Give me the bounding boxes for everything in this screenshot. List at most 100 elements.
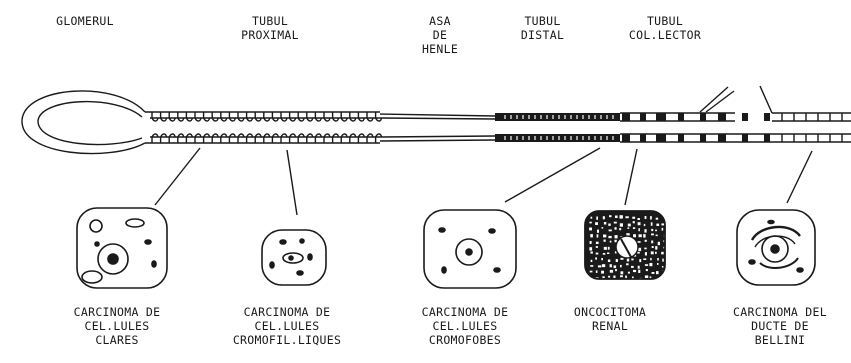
granule	[626, 263, 629, 265]
granule	[589, 222, 591, 224]
tubule-block	[718, 134, 726, 142]
granule	[595, 222, 598, 225]
granule	[602, 276, 604, 278]
granule	[628, 272, 630, 274]
granule	[601, 271, 604, 274]
granule	[610, 241, 612, 243]
pointer-cromofil	[287, 150, 297, 215]
tubule-cell	[221, 134, 227, 143]
granule	[644, 248, 646, 250]
granule	[607, 253, 609, 255]
tubule-block	[656, 113, 666, 121]
tubule-block	[742, 113, 748, 121]
tubule-cell	[341, 134, 347, 143]
tubule-cell	[221, 112, 227, 121]
granule	[604, 247, 607, 250]
tubule-block	[622, 134, 630, 142]
granule	[661, 252, 664, 255]
granule	[620, 265, 622, 267]
tubule-cell	[169, 134, 175, 143]
tubule-cell	[333, 134, 339, 143]
granule	[651, 222, 653, 226]
granule	[603, 253, 606, 255]
tubule-cell	[324, 134, 330, 143]
tubule-cell	[358, 134, 364, 143]
granule	[590, 241, 592, 244]
nephron	[22, 86, 851, 154]
granule	[609, 230, 612, 232]
granule	[597, 230, 599, 233]
granule	[615, 235, 618, 238]
tubule-cell	[290, 134, 296, 143]
tubule-cell	[186, 112, 192, 121]
granule	[608, 247, 610, 250]
granule	[651, 229, 653, 231]
tubule-cell	[195, 134, 201, 143]
granule	[620, 215, 623, 218]
granule	[646, 269, 648, 271]
granule	[657, 263, 659, 265]
tubule-cell	[272, 112, 278, 121]
granule	[609, 215, 612, 217]
granule	[663, 278, 665, 281]
granule	[658, 242, 660, 245]
tubule-cell	[367, 112, 373, 121]
granule	[656, 224, 659, 226]
granule	[608, 260, 610, 263]
tubule-block	[678, 113, 684, 121]
granule	[662, 259, 664, 262]
tubule-block	[700, 134, 706, 142]
granule	[638, 222, 641, 225]
loop-of-henle	[380, 114, 495, 141]
granule	[645, 264, 648, 266]
granule	[620, 258, 623, 260]
granule	[590, 265, 593, 267]
granule	[589, 228, 592, 231]
granule	[638, 218, 640, 220]
granule	[596, 253, 599, 255]
granule	[662, 266, 664, 268]
pointer-oncocitoma	[625, 149, 637, 205]
granule	[604, 222, 606, 225]
granule	[602, 227, 604, 229]
tubule-block	[764, 113, 770, 121]
granule	[614, 265, 617, 268]
tubule-cell	[169, 112, 175, 121]
granule	[645, 275, 648, 278]
granule	[590, 271, 593, 273]
granule	[596, 217, 598, 220]
granule	[655, 230, 657, 232]
granule	[655, 246, 657, 250]
tubule-cell	[281, 134, 287, 143]
tubule-cell	[212, 112, 218, 121]
proximal-tubule-cells-top	[152, 112, 382, 121]
tubule-block	[700, 113, 706, 121]
granule	[596, 270, 598, 273]
granule	[633, 227, 635, 229]
granule	[633, 221, 635, 223]
granule	[650, 216, 652, 219]
granule	[633, 270, 636, 272]
granule	[596, 246, 598, 248]
granule	[602, 264, 605, 267]
granule	[655, 252, 657, 254]
tubule-cell	[272, 134, 278, 143]
granule	[610, 270, 613, 273]
tubule-cell	[238, 112, 244, 121]
tubule-cell	[307, 134, 313, 143]
tubule-cell	[290, 112, 296, 121]
pointer-cromofobes	[505, 148, 600, 202]
granule	[603, 216, 605, 219]
granule	[615, 216, 618, 219]
tubule-cell	[298, 112, 304, 121]
tubule-cell	[350, 112, 356, 121]
distal-tubule	[495, 113, 620, 142]
tubule-block	[764, 134, 770, 142]
tubule-cell	[307, 112, 313, 121]
cell-oncocitoma	[585, 211, 666, 280]
granule	[645, 216, 647, 219]
granule	[608, 236, 611, 238]
granule	[645, 240, 647, 242]
granule	[596, 242, 599, 244]
pointer-bellini	[787, 151, 812, 203]
